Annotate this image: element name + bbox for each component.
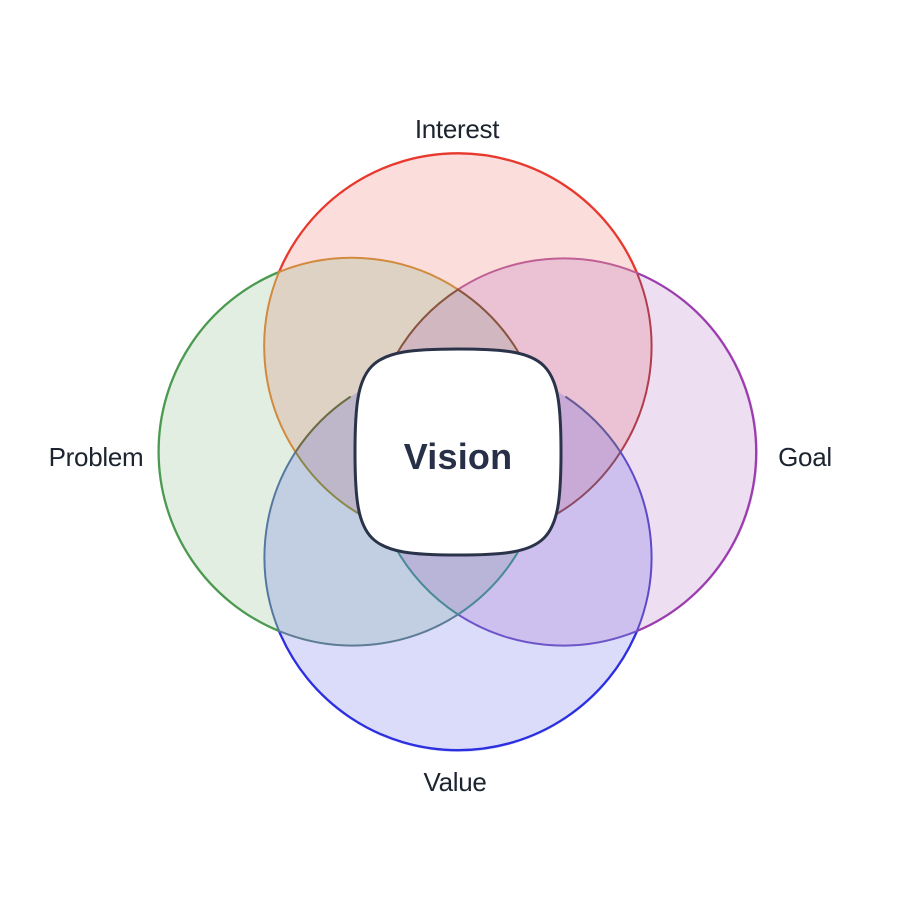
arc-goal-main (635, 271, 758, 633)
main-arcs (157, 152, 758, 752)
arc-problem-in-interest (278, 256, 459, 291)
label-goal: Goal (778, 442, 832, 472)
arc-value-in-goal-interest (565, 396, 622, 453)
label-value: Value (423, 767, 486, 797)
arc-value-in-problem (263, 451, 297, 632)
arc-goal-in-interest (457, 257, 638, 291)
label-interest: Interest (415, 114, 500, 144)
arc-goal-in-value-problem (393, 544, 459, 616)
arc-problem-in-interest-goal (457, 288, 521, 356)
arc-value-in-goal (619, 451, 653, 632)
arc-value-in-problem-interest (294, 396, 351, 453)
arc-interest-main (277, 152, 639, 275)
arc-goal-in-value (457, 613, 638, 647)
arc-problem-in-value (278, 613, 459, 647)
arc-problem-main (157, 270, 281, 633)
label-problem: Problem (49, 442, 144, 472)
arc-goal-in-interest-problem (395, 288, 459, 356)
arc-problem-in-value-goal (457, 544, 523, 616)
arc-value-main (277, 629, 639, 752)
center-label-vision: Vision (404, 436, 513, 477)
arc-interest-in-problem (263, 271, 297, 453)
arc-interest-in-goal (619, 272, 653, 453)
center-shape (353, 347, 563, 557)
